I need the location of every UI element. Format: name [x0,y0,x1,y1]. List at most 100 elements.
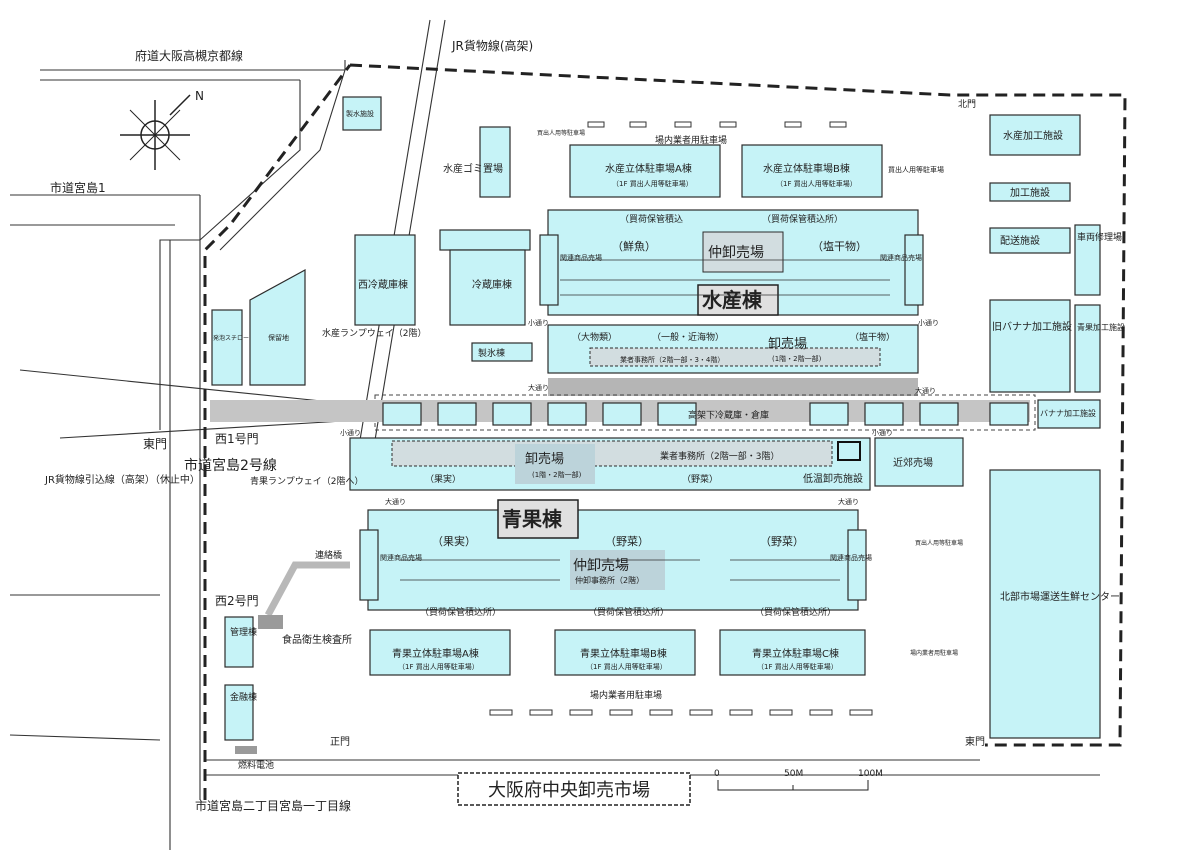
title-box [457,772,691,806]
seika-oroshi-sub: (1階・2階一部) [532,470,582,479]
street-big2: 大通り [915,386,936,395]
seika-kanren-left: 関連商品売場 [380,553,422,562]
seika-parking-c-label: 青果立体駐車場C棟 [752,647,839,660]
suisan-kanren-right: 関連商品売場 [880,253,922,262]
seika-yasai2: （野菜） [605,535,649,548]
suisan-parking-b [741,144,883,198]
seika-kaini1: （買荷保管積込所） [420,606,501,618]
seika-parking-b-sub: （1F 買出人用等駐車場） [586,662,667,671]
seika-kaini3: （買荷保管積込所） [755,606,836,618]
suisan-name: 水産棟 [702,288,763,312]
seika-name: 青果棟 [502,507,563,531]
seika-parking-c-sub: （1F 買出人用等駐車場） [757,662,838,671]
street-small3: 小通り [340,428,361,437]
ramp-seika-label: 青果ランプウェイ（2階へ） [250,475,363,487]
suisan-nakaoroshi: 仲卸売場 [708,245,764,261]
underpass-label: 高架下冷蔵庫・倉庫 [688,409,769,421]
outer-roads [9,19,1100,850]
suisan-parking-b-label: 水産立体駐車場B棟 [763,162,850,175]
kanri-label: 管理棟 [230,626,257,638]
field-parking-bottom-label: 場内業者用駐車場 [590,689,662,701]
seika-kajitsu: （果実） [425,473,461,485]
gate-north: 北門 [958,99,976,110]
gate-main: 正門 [330,736,350,748]
reizo-roof [439,229,531,251]
stall-grid [400,259,890,581]
suisan-taibutsu: （大物類） [572,331,617,343]
suisan-ippan: （一般・近海物） [652,331,724,343]
suisan-office: 業者事務所（2階一部・3・4階） [620,355,724,364]
buyer-parking-right-label: 買出人用等駐車場 [888,165,944,174]
seika-oroshi-label: 卸売場 [525,451,564,467]
gate-east-left: 東門 [143,437,167,451]
kinyu-building [224,684,254,741]
nishi-reizo-label: 西冷蔵庫棟 [358,278,408,291]
kinko-label: 近郊売場 [893,456,933,469]
seika-building [359,499,867,611]
processing-label: 加工施設 [1010,186,1050,199]
suisan-processing-label: 水産加工施設 [1003,129,1063,142]
old-banana [989,299,1071,393]
hoso-label: 発泡スチロール処理施設 [213,334,279,342]
seika-parking-a-label: 青果立体駐車場A棟 [392,647,479,660]
street-big1: 大通り [528,383,549,392]
seika-kanren-right: 関連商品売場 [830,553,872,562]
suisan-kanren-left: 関連商品売場 [560,253,602,262]
suisan-processing [989,114,1081,156]
road-miyajima2-label: 市道宮島2号線 [184,457,277,474]
seika-yasai: （野菜） [682,473,718,485]
teion-marker [837,441,861,461]
road-miyajima1-label: 市道宮島1 [50,180,106,195]
fuel-label: 燃料電池 [238,759,274,771]
suisan-sengyo: （鮮魚） [612,239,656,253]
seihyo-label: 製氷棟 [478,347,505,359]
hoyu-label: 保留地 [268,333,289,342]
suisan-parking-b-sub: （1F 買出人用等駐車場） [776,179,857,188]
seika-parking-c [719,629,866,676]
scale-bar [717,780,869,791]
reizo-label: 冷蔵庫棟 [472,278,512,291]
hokubu-building [989,469,1101,739]
suisan-parking-a [569,144,721,198]
banana-processing-label: バナナ加工施設 [1040,408,1096,418]
market-boundary [203,63,1127,800]
seika-office: 業者事務所（2階一部・3階） [660,450,779,462]
suisan-parking-a-sub: （1F 買出人用等駐車場） [612,179,693,188]
delivery-label: 配送施設 [1000,234,1040,247]
suisan-kaini-left: （買荷保管積込 [620,213,683,225]
delivery [989,227,1071,254]
road-keihan-label: 府道大阪高槻京都線 [135,48,243,63]
underpass-cells [382,402,1029,426]
field-parking-top-label: 場内業者用駐車場 [655,134,727,146]
seika-office-box [391,440,833,467]
seisui-label: 製水施設 [346,109,374,118]
gate-west1: 西1号門 [215,432,259,446]
seika-parking-a-sub: （1F 買出人用等駐車場） [398,662,479,671]
suisan-building [539,209,924,316]
suisan-kaini-right: （買荷保管積込所） [762,213,843,225]
ramp-suisan-label: 水産ランプウェイ（2階） [322,327,426,339]
suisan-enkan: （塩干物） [812,239,867,253]
suisan-office-box [589,347,881,367]
vehicle-repair-label: 車両修理場 [1077,231,1122,243]
seika-yasai3: （野菜） [760,535,804,548]
buyer-parking-top-label: 買出人用等駐車場 [537,129,585,137]
seika-nakaoroshi: 仲卸売場 [573,558,629,574]
seika-kajitsu2: （果実） [432,534,476,548]
reizo-building [449,249,526,326]
street-big4: 大通り [838,497,859,506]
street-small1: 小通り [528,318,549,327]
hoso-building [211,309,243,386]
renrakukyo-label: 連絡橋 [315,549,342,561]
trash-label: 水産ゴミ置場 [443,162,503,175]
compass-icon [120,94,191,170]
street-small4: 小通り [872,428,893,437]
hokubu-label: 北部市場運送生鮮センター [1000,590,1120,603]
parking-stripes [489,121,873,716]
renrakukyo-bridge [264,561,350,617]
shokuhin-building [258,615,283,629]
seika-processing [1074,304,1101,393]
teion-label: 低温卸売施設 [803,472,863,485]
street-small2: 小通り [918,318,939,327]
